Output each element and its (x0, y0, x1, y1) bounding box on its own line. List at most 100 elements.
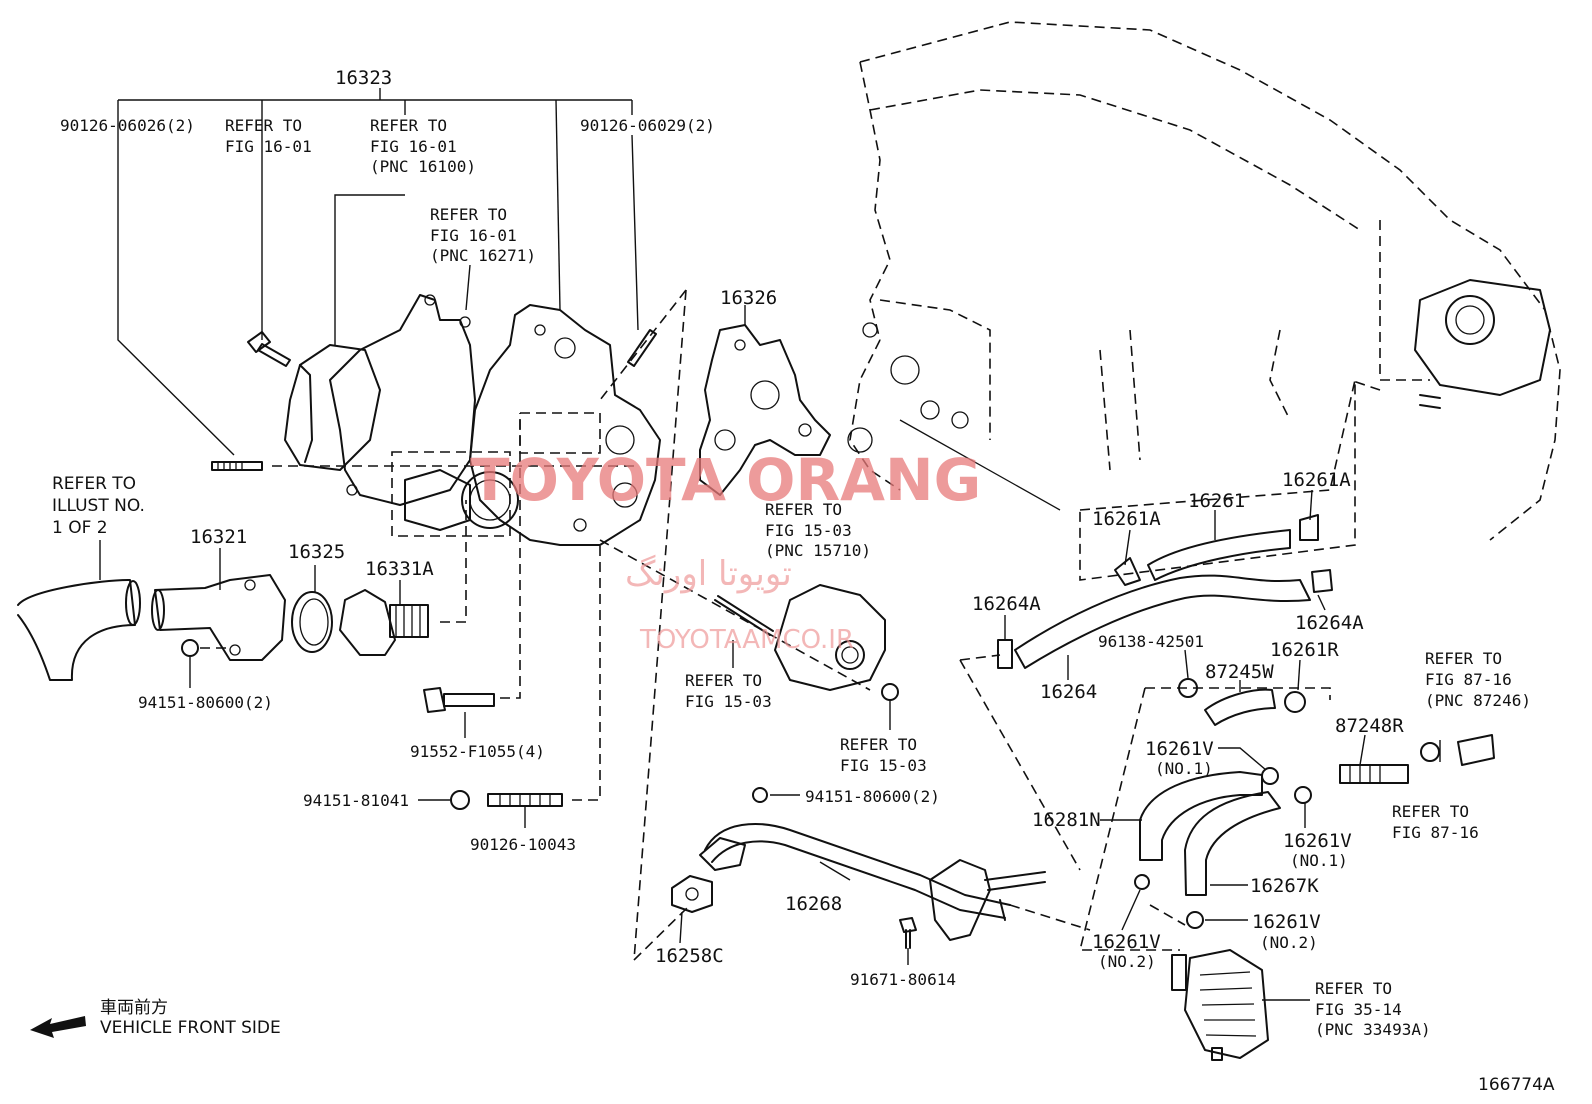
label-16261V-2: 16261V (1283, 830, 1352, 852)
label-16261V-2-note: (NO.1) (1290, 851, 1348, 870)
watermark-line1: TOYOTA ORANG (470, 446, 981, 514)
label-16264A-r: 16264A (1295, 612, 1364, 634)
label-96138: 96138-42501 (1098, 632, 1204, 651)
label-ref-fig1503a-c: (PNC 15710) (765, 541, 871, 560)
bolt-upper-left (247, 331, 291, 367)
label-16264: 16264 (1040, 681, 1097, 703)
clamp-16261V-1 (1261, 767, 1279, 785)
label-91552: 91552-F1055(4) (410, 742, 545, 761)
label-16331A: 16331A (365, 558, 434, 580)
throttle-body (1349, 279, 1551, 409)
label-16323: 16323 (335, 67, 392, 89)
label-ref1-b: FIG 16-01 (225, 137, 312, 156)
label-16261A-l: 16261A (1092, 508, 1161, 530)
stud-90126-10043 (487, 793, 563, 807)
thermostat (339, 589, 429, 656)
label-16261A-r: 16261A (1282, 469, 1351, 491)
label-87245W: 87245W (1205, 661, 1274, 683)
label-ref-fig1503c-a: REFER TO (840, 735, 917, 754)
label-ref-fig1503b-b: FIG 15-03 (685, 692, 772, 711)
label-ref3-a: REFER TO (430, 205, 507, 224)
label-16281N: 16281N (1032, 809, 1101, 831)
oil-cooler (1171, 949, 1269, 1061)
hose-16267K (1184, 791, 1281, 896)
clamp-16261A-r (1299, 514, 1319, 541)
label-ref3-b: FIG 16-01 (430, 226, 517, 245)
clamp-16261V-4 (1186, 911, 1204, 929)
label-ref-fig1503a-b: FIG 15-03 (765, 521, 852, 540)
water-pump-assembly (284, 294, 661, 546)
label-16267K: 16267K (1250, 875, 1319, 897)
label-ref-illust-b: ILLUST NO. (52, 496, 145, 516)
label-16326: 16326 (720, 287, 777, 309)
label-ref-illust-c: 1 OF 2 (52, 518, 108, 538)
label-ref-fig8716b-a: REFER TO (1392, 802, 1469, 821)
oil-filter-bracket (714, 584, 886, 691)
front-direction-arrow-icon (30, 1016, 86, 1038)
watermark-line3: TOYOTAAMCO.IR (639, 625, 854, 655)
label-ref-fig8716a-a: REFER TO (1425, 649, 1502, 668)
label-ref3-c: (PNC 16271) (430, 246, 536, 265)
watermark-line2: تویوتا اورنگ (625, 554, 792, 594)
reference-dashed-lines (200, 289, 1356, 961)
label-ref-fig8716b-b: FIG 87-16 (1392, 823, 1479, 842)
label-16261R: 16261R (1270, 639, 1339, 661)
hose-16281N (1139, 771, 1263, 861)
label-16261V-3: 16261V (1092, 931, 1161, 953)
label-ref-fig1503c-b: FIG 15-03 (840, 756, 927, 775)
bolt-91671 (899, 917, 917, 949)
nut-refer-fig15-03 (881, 683, 899, 701)
gasket-ring (291, 591, 333, 653)
label-16261V-1-note: (NO.1) (1155, 759, 1213, 778)
label-ref-fig3514-b: FIG 35-14 (1315, 1000, 1402, 1019)
nut-94151-81041 (450, 790, 470, 810)
label-16261V-1: 16261V (1145, 738, 1214, 760)
bolt-91552 (423, 687, 495, 713)
hose-87246 (1457, 734, 1495, 766)
label-91671: 91671-80614 (850, 970, 956, 989)
diagram-id: 166774A (1478, 1075, 1555, 1095)
clamp-87-16 (1420, 742, 1440, 762)
label-16258C: 16258C (655, 945, 724, 967)
hose-87245W (1204, 688, 1276, 726)
gasket-16258C (671, 875, 713, 913)
nut-94151-80600b (752, 787, 768, 803)
engine-block-outline (847, 21, 1561, 541)
label-ref2-c: (PNC 16100) (370, 157, 476, 176)
label-front-en: VEHICLE FRONT SIDE (100, 1018, 281, 1038)
label-87248R: 87248R (1335, 715, 1404, 737)
label-ref-fig8716a-c: (PNC 87246) (1425, 691, 1531, 710)
leader-lines (99, 88, 1441, 1001)
gasket-16326 (699, 324, 831, 496)
clamp-16261R (1284, 691, 1306, 713)
hose-16264 (1014, 574, 1311, 669)
clamp-16264A-l (997, 639, 1013, 669)
stud-bolt-right (627, 329, 657, 367)
hose-87248R (1339, 764, 1409, 784)
label-16261V-4-note: (NO.2) (1260, 933, 1318, 952)
label-16261V-4: 16261V (1252, 911, 1321, 933)
label-front-jp: 車両前方 (100, 998, 168, 1018)
label-ref-fig1503b-a: REFER TO (685, 671, 762, 690)
label-94151-80600b: 94151-80600(2) (805, 787, 940, 806)
clamp-16261V-2 (1294, 786, 1312, 804)
water-inlet (151, 574, 286, 661)
label-ref-fig8716a-b: FIG 87-16 (1425, 670, 1512, 689)
label-90126-06029: 90126-06029(2) (580, 116, 715, 135)
label-ref2-b: FIG 16-01 (370, 137, 457, 156)
label-ref-fig1503a-a: REFER TO (765, 500, 842, 519)
label-16268: 16268 (785, 893, 842, 915)
label-ref-fig3514-c: (PNC 33493A) (1315, 1020, 1431, 1039)
label-90126-10043: 90126-10043 (470, 835, 576, 854)
stud-bolt-left (211, 461, 263, 471)
label-94151-81041: 94151-81041 (303, 791, 409, 810)
clamp-16261V-3 (1134, 874, 1150, 890)
label-ref2-a: REFER TO (370, 116, 447, 135)
label-ref-fig3514-a: REFER TO (1315, 979, 1392, 998)
clamp-16264A-r (1311, 569, 1333, 593)
label-16321: 16321 (190, 526, 247, 548)
radiator-hose (17, 579, 141, 681)
label-16264A-l: 16264A (972, 593, 1041, 615)
label-16325: 16325 (288, 541, 345, 563)
